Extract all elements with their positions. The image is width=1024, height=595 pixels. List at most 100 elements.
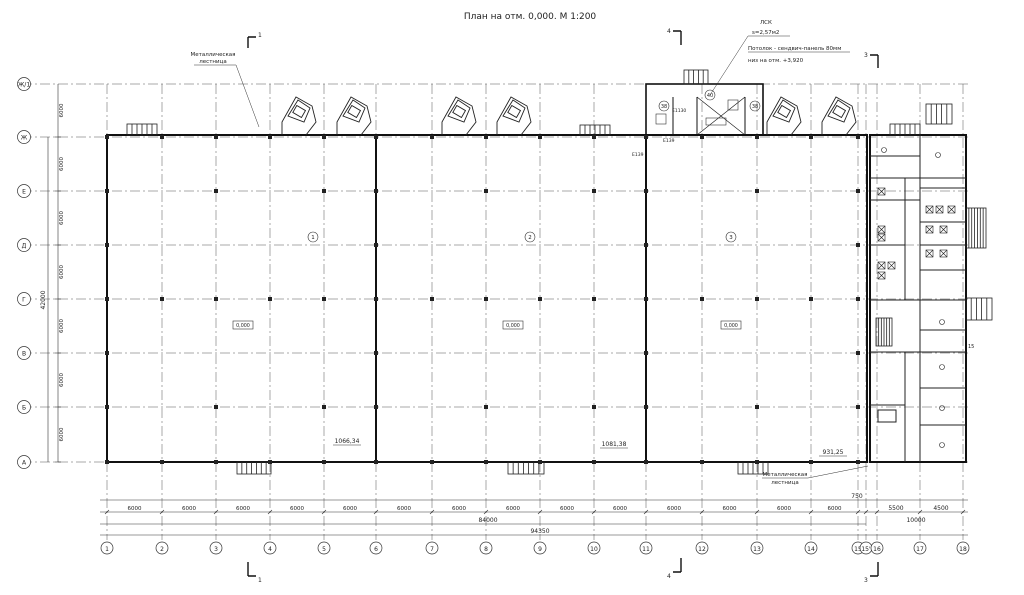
column-axis-label: 5 — [317, 541, 331, 555]
annex-room-marks: 38 40 38 — [655, 89, 761, 126]
column-axis-label: 15' — [859, 541, 873, 555]
loading-docks — [281, 96, 857, 136]
grid-lines — [22, 83, 968, 540]
column-post — [374, 405, 378, 409]
column-axis-label: 18 — [956, 541, 970, 555]
left-dimension-chain — [47, 84, 59, 462]
svg-text:Ж/1: Ж/1 — [18, 82, 30, 89]
column-dimension: 6000 — [560, 506, 574, 512]
row-axis-label: Г — [17, 292, 31, 306]
room-number: 1 — [311, 235, 315, 241]
total-rows-dimension: 42000 — [40, 290, 47, 309]
sink-fixture — [935, 152, 941, 158]
column-post — [322, 405, 326, 409]
column-post — [538, 135, 542, 139]
column-post — [160, 297, 164, 301]
column-dimension: 6000 — [182, 506, 196, 512]
stair-annex — [683, 69, 709, 85]
room-area: 1081,38 — [602, 441, 627, 448]
column-post — [755, 189, 759, 193]
svg-text:Е1130: Е1130 — [672, 108, 686, 114]
column-post — [592, 405, 596, 409]
column-post — [484, 405, 488, 409]
column-post — [644, 405, 648, 409]
svg-text:40: 40 — [707, 93, 713, 99]
column-post — [374, 460, 378, 464]
column-post — [268, 135, 272, 139]
svg-text:1: 1 — [258, 577, 262, 584]
svg-text:13: 13 — [753, 546, 761, 553]
column-post — [214, 405, 218, 409]
toilet-fixture — [877, 233, 886, 242]
column-post — [374, 135, 378, 139]
svg-text:В: В — [22, 351, 26, 358]
column-post — [374, 351, 378, 355]
svg-text:11: 11 — [642, 546, 650, 553]
svg-text:38: 38 — [752, 104, 758, 110]
column-post — [592, 189, 596, 193]
row-axis-label: Д — [17, 238, 31, 252]
room-mark: 0,000 — [506, 323, 520, 329]
svg-text:3: 3 — [214, 546, 218, 553]
stair-top-middle — [579, 124, 611, 136]
sink-fixture — [939, 364, 945, 370]
column-axis-label: 17 — [913, 541, 927, 555]
column-axis-label: 6 — [369, 541, 383, 555]
svg-text:А: А — [22, 460, 27, 467]
column-post — [430, 297, 434, 301]
column-axis-label: 7 — [425, 541, 439, 555]
svg-text:низ на отм. +3,920: низ на отм. +3,920 — [748, 58, 804, 64]
svg-text:16: 16 — [873, 546, 881, 553]
row-axis-label: Е — [17, 184, 31, 198]
column-post — [160, 460, 164, 464]
svg-text:Металлическая: Металлическая — [763, 472, 808, 478]
gap-dimension: 750 — [851, 493, 863, 500]
column-post — [644, 297, 648, 301]
column-post — [105, 405, 109, 409]
svg-text:Е: Е — [22, 189, 26, 196]
row-axis-label: Ж/1 — [17, 77, 31, 91]
svg-text:Г: Г — [22, 297, 26, 304]
column-dimension: 6000 — [452, 506, 466, 512]
svg-text:3: 3 — [864, 52, 868, 59]
column-post — [322, 460, 326, 464]
stair-office-corner — [925, 103, 953, 125]
toilet-fixture — [877, 187, 886, 196]
svg-text:3: 3 — [864, 577, 868, 584]
column-axis-label: 12 — [695, 541, 709, 555]
room-number: 3 — [729, 235, 733, 241]
svg-text:Ж: Ж — [21, 135, 28, 142]
column-axis-label: 16 — [870, 541, 884, 555]
column-post — [644, 460, 648, 464]
column-post — [644, 135, 648, 139]
svg-text:2: 2 — [160, 546, 164, 553]
plan-title: План на отм. 0,000. М 1:200 — [464, 12, 597, 22]
column-post — [214, 297, 218, 301]
column-post — [268, 297, 272, 301]
column-post — [430, 135, 434, 139]
column-axis-label: 10 — [587, 541, 601, 555]
row-dimension: 6000 — [59, 211, 65, 225]
column-dimension: 6000 — [667, 506, 681, 512]
row-dimension: 6000 — [59, 103, 65, 117]
column-post — [592, 297, 596, 301]
svg-text:1: 1 — [258, 32, 262, 39]
column-axis-label: 1 — [100, 541, 114, 555]
column-dimension: 6000 — [828, 506, 842, 512]
column-post — [856, 351, 860, 355]
svg-text:14: 14 — [807, 546, 815, 553]
room-number: 2 — [528, 235, 532, 241]
column-axis-label: 4 — [263, 541, 277, 555]
svg-text:15: 15 — [968, 344, 974, 350]
svg-text:4: 4 — [268, 546, 272, 553]
ceiling-annotation: ЛСК s=2,57м2 Потолок - сендвич-панель 80… — [709, 20, 850, 96]
room-label: 2 0,000 1081,38 — [502, 231, 628, 449]
structural-columns — [105, 135, 860, 464]
row-axis-label: В — [17, 346, 31, 360]
column-post — [374, 189, 378, 193]
svg-text:12: 12 — [698, 546, 706, 553]
column-post — [755, 135, 759, 139]
row-axis-label: Ж — [17, 130, 31, 144]
